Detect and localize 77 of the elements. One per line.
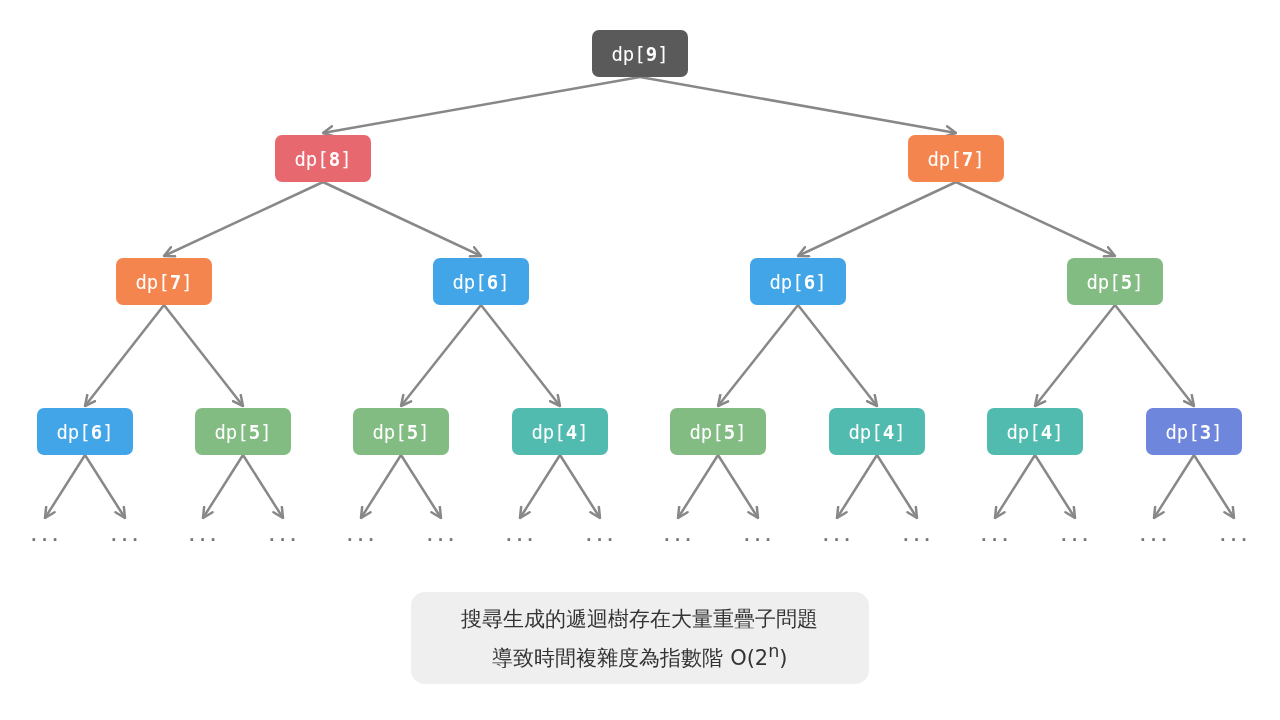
state-label: dp[4]: [848, 420, 906, 443]
arrow: [835, 454, 879, 520]
state-box: [908, 135, 1004, 182]
state-box: [275, 135, 371, 182]
state-label: dp[8]: [294, 147, 352, 170]
ellipsis-label: ...: [977, 520, 1013, 550]
arrow: [955, 180, 1117, 258]
ellipsis-label: ...: [1057, 520, 1093, 550]
arrow: [83, 454, 127, 520]
arrow: [1114, 304, 1196, 408]
arrow: [162, 180, 324, 258]
arrow: [797, 304, 879, 408]
ellipsis-label: ...: [660, 520, 696, 550]
state-label: dp[5]: [689, 420, 747, 443]
arrow: [993, 454, 1037, 520]
state-label: dp[6]: [56, 420, 114, 443]
ellipsis-label: ...: [343, 520, 379, 550]
arrow: [676, 454, 720, 520]
state-box: [512, 408, 608, 455]
ellipsis-label: ...: [423, 520, 459, 550]
arrow: [1033, 304, 1116, 408]
arrow: [518, 454, 562, 520]
ellipsis-label: ...: [185, 520, 221, 550]
arrow: [83, 304, 165, 408]
arrow: [480, 304, 562, 408]
arrow: [359, 454, 403, 520]
state-label: dp[9]: [611, 42, 669, 65]
state-box: [987, 408, 1083, 455]
ellipsis-label: ...: [1216, 520, 1252, 550]
ellipsis-label: ...: [1136, 520, 1172, 550]
state-box: [1067, 258, 1163, 305]
note-text: 搜尋生成的遞迴樹存在大量重疊子問題導致時間複雜度為指數階 O(2$^{n}$): [460, 605, 820, 672]
state-box: [37, 408, 133, 455]
arrow: [796, 180, 957, 258]
arrow: [716, 454, 760, 520]
ellipsis-label: ...: [899, 520, 935, 550]
arrow: [201, 454, 245, 520]
state-box: [116, 258, 212, 305]
arrow: [399, 454, 443, 520]
state-box: [750, 258, 846, 305]
state-box: [195, 408, 291, 455]
ellipsis-label: ...: [740, 520, 776, 550]
arrow: [716, 304, 799, 408]
ellipsis-label: ...: [582, 520, 618, 550]
state-box: [670, 408, 766, 455]
state-label: dp[7]: [135, 270, 193, 293]
state-label: dp[7]: [927, 147, 985, 170]
state-label: dp[4]: [531, 420, 589, 443]
state-box: [829, 408, 925, 455]
state-label: dp[5]: [214, 420, 272, 443]
state-label: dp[3]: [1165, 420, 1223, 443]
arrow: [241, 454, 285, 520]
arrow: [558, 454, 602, 520]
arrow: [639, 75, 958, 138]
ellipsis-label: ...: [107, 520, 143, 550]
state-box: [592, 30, 688, 77]
arrow: [43, 454, 87, 520]
ellipsis-label: ...: [265, 520, 301, 550]
arrow: [399, 304, 482, 408]
state-label: dp[5]: [372, 420, 430, 443]
arrow: [322, 180, 483, 258]
arrow: [1033, 454, 1077, 520]
state-box: [353, 408, 449, 455]
state-label: dp[6]: [769, 270, 827, 293]
state-label: dp[6]: [452, 270, 510, 293]
state-label: dp[4]: [1006, 420, 1064, 443]
arrow: [1192, 454, 1236, 520]
arrow: [321, 75, 641, 138]
state-box: [1146, 408, 1242, 455]
ellipsis-label: ...: [502, 520, 538, 550]
state-box: [433, 258, 529, 305]
arrow: [875, 454, 919, 520]
state-label: dp[5]: [1086, 270, 1144, 293]
arrow: [163, 304, 245, 408]
ellipsis-label: ...: [819, 520, 855, 550]
arrow: [1152, 454, 1196, 520]
ellipsis-label: ...: [27, 520, 63, 550]
